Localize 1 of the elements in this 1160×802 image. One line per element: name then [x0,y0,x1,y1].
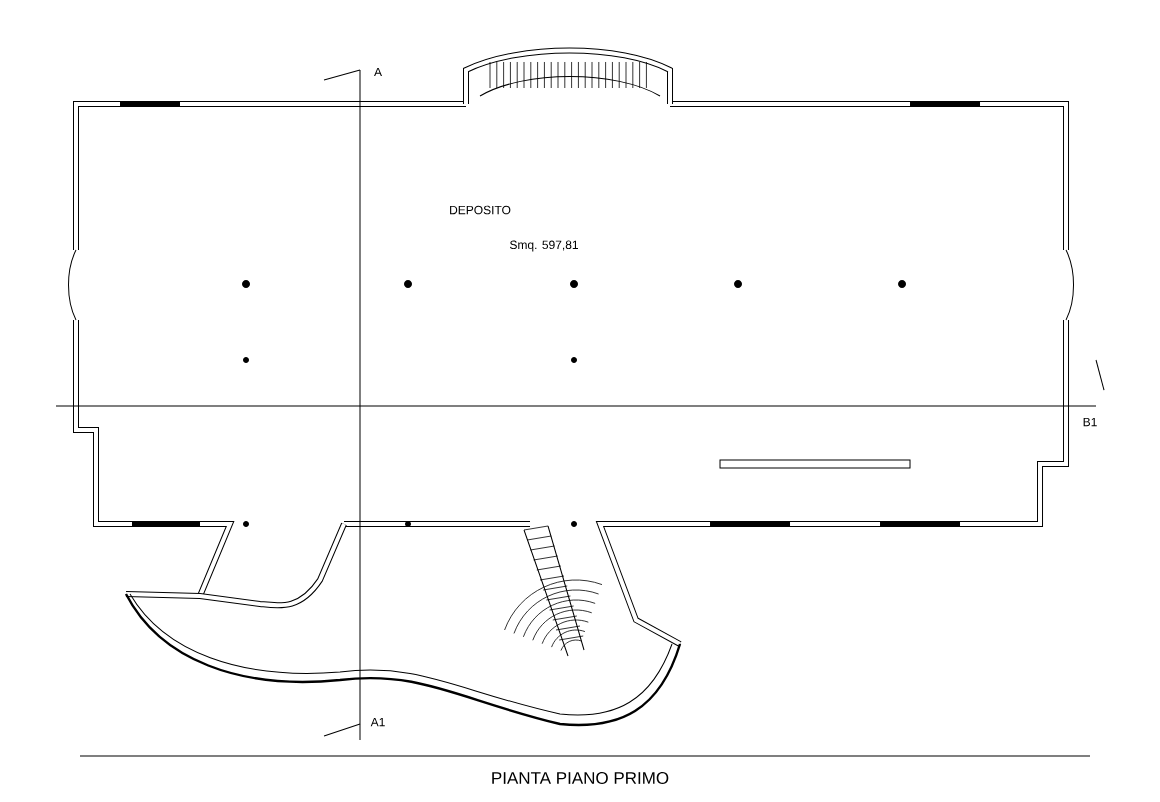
title: PIANTA PIANO PRIMO [492,772,669,784]
